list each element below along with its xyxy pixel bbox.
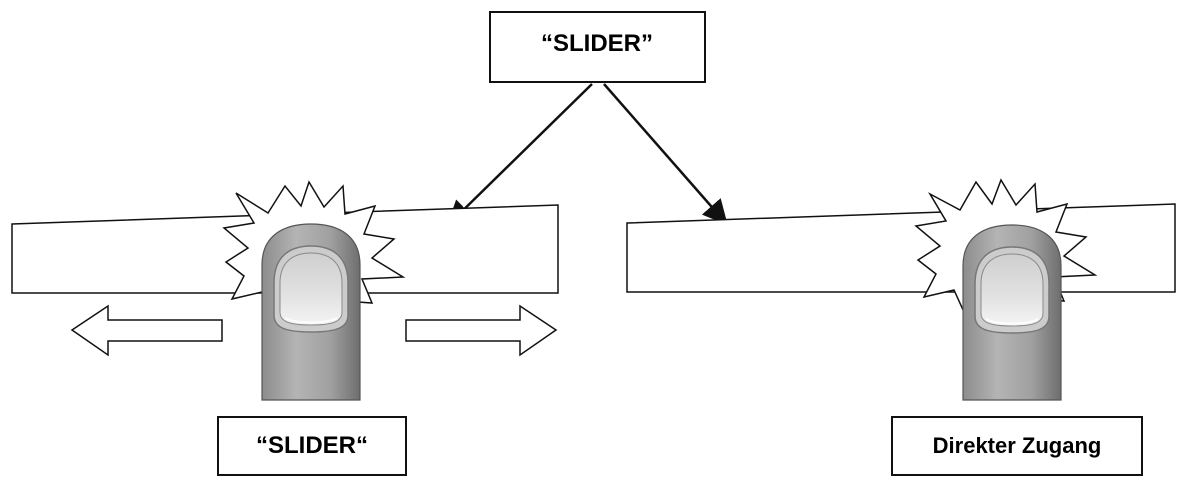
arrow-right-icon — [405, 304, 558, 357]
bottom-left-label-box: “SLIDER“ — [217, 416, 407, 476]
connector-arrow-right — [603, 83, 728, 226]
finger-icon — [261, 223, 361, 401]
slider-bar-right — [626, 203, 1176, 293]
bottom-right-label-box: Direkter Zugang — [891, 416, 1143, 476]
bottom-left-label-text: “SLIDER“ — [256, 432, 368, 459]
connector-arrow-left — [447, 83, 593, 226]
arrow-left-icon — [70, 304, 223, 357]
top-label-text: “SLIDER” — [541, 30, 653, 57]
right-panel: Direkter Zugang — [626, 178, 1176, 476]
bottom-right-label-text: Direkter Zugang — [933, 433, 1102, 458]
finger-icon — [962, 224, 1062, 401]
top-label-box: “SLIDER” — [489, 11, 706, 83]
left-panel: “SLIDER“ — [11, 180, 559, 476]
